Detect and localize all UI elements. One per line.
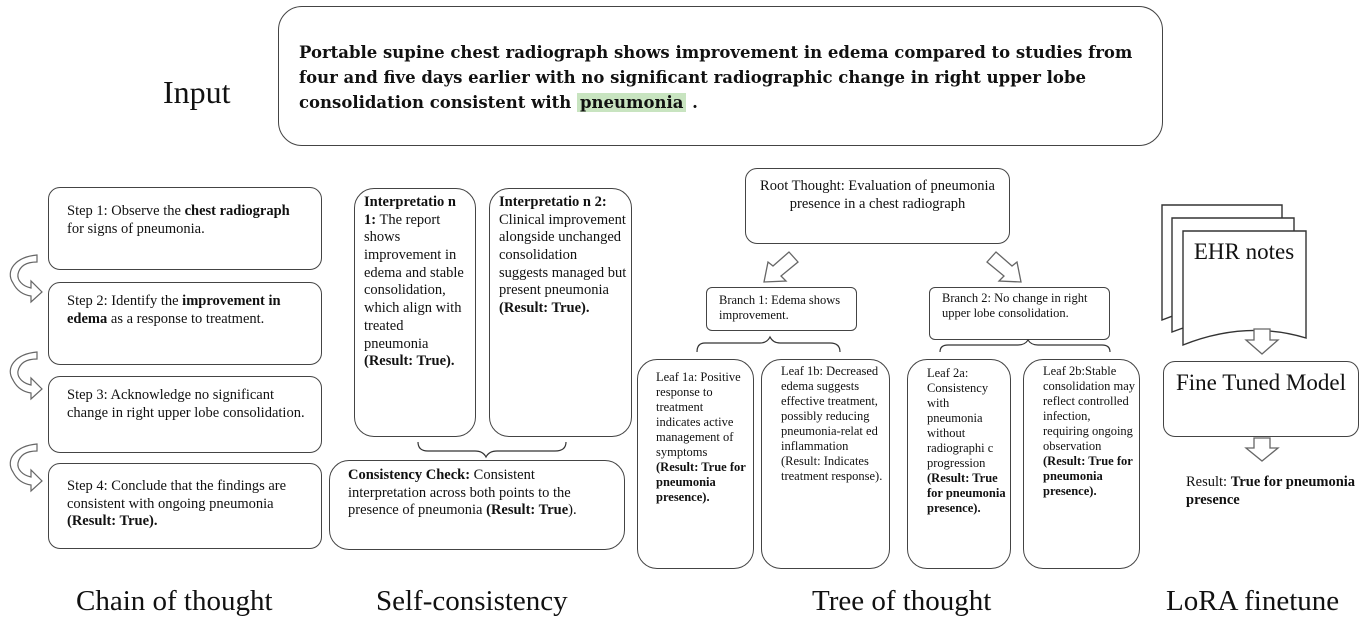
brace-branch-1 [696, 335, 841, 353]
highlight-pneumonia: pneumonia [576, 92, 687, 112]
ehr-document-icon [1161, 204, 1307, 347]
interpretation-2: Interpretatio n 2: Clinical improvement … [489, 188, 632, 437]
input-text-main: Portable supine chest radiograph shows i… [299, 43, 1133, 112]
branch-1: Branch 1: Edema shows improvement. [706, 287, 857, 331]
lora-result: Result: True for pneumonia presence [1186, 474, 1356, 508]
curved-arrow-3 [9, 443, 43, 493]
consistency-check: Consistency Check: Consistent interpreta… [329, 460, 625, 550]
ehr-notes-label: EHR notes [1193, 239, 1295, 264]
chain-step-1: Step 1: Observe the chest radiograph for… [48, 187, 322, 270]
chain-curved-arrows [9, 254, 43, 493]
curved-arrow-2 [9, 351, 43, 401]
caption-lora-finetune: LoRA finetune [1166, 585, 1340, 617]
brace-self-consistency [417, 441, 567, 459]
caption-chain-of-thought: Chain of thought [76, 585, 273, 617]
input-text: Portable supine chest radiograph shows i… [299, 41, 1139, 115]
chain-step-3: Step 3: Acknowledge no significant chang… [48, 376, 322, 453]
brace-branch-2 [939, 338, 1111, 353]
curved-arrow-1 [9, 254, 43, 304]
branch-2: Branch 2: No change in right upper lobe … [929, 287, 1110, 340]
interpretation-1: Interpretatio n 1: The report shows impr… [354, 188, 476, 437]
arrow-down-to-result [1244, 437, 1280, 462]
input-text-end: . [692, 92, 698, 112]
arrow-root-to-branch-1 [763, 251, 799, 283]
leaf-1a: Leaf 1a: Positive response to treatment … [637, 359, 754, 569]
leaf-2a: Leaf 2a: Consistency with pneumonia with… [907, 359, 1011, 569]
arrow-root-to-branch-2 [986, 251, 1022, 283]
root-thought: Root Thought: Evaluation of pneumonia pr… [745, 168, 1010, 244]
leaf-1b: Leaf 1b: Decreased edema suggests effect… [761, 359, 890, 569]
caption-self-consistency: Self-consistency [376, 585, 568, 617]
fine-tuned-model-box: Fine Tuned Model [1163, 361, 1359, 437]
chain-step-4: Step 4: Conclude that the findings are c… [48, 463, 322, 549]
input-box: Portable supine chest radiograph shows i… [278, 6, 1163, 146]
leaf-2b: Leaf 2b:Stable consolidation may reflect… [1023, 359, 1140, 569]
caption-tree-of-thought: Tree of thought [812, 585, 992, 617]
arrow-down-to-model [1244, 328, 1280, 355]
chain-step-2: Step 2: Identify the improvement in edem… [48, 282, 322, 365]
input-label: Input [163, 74, 231, 110]
